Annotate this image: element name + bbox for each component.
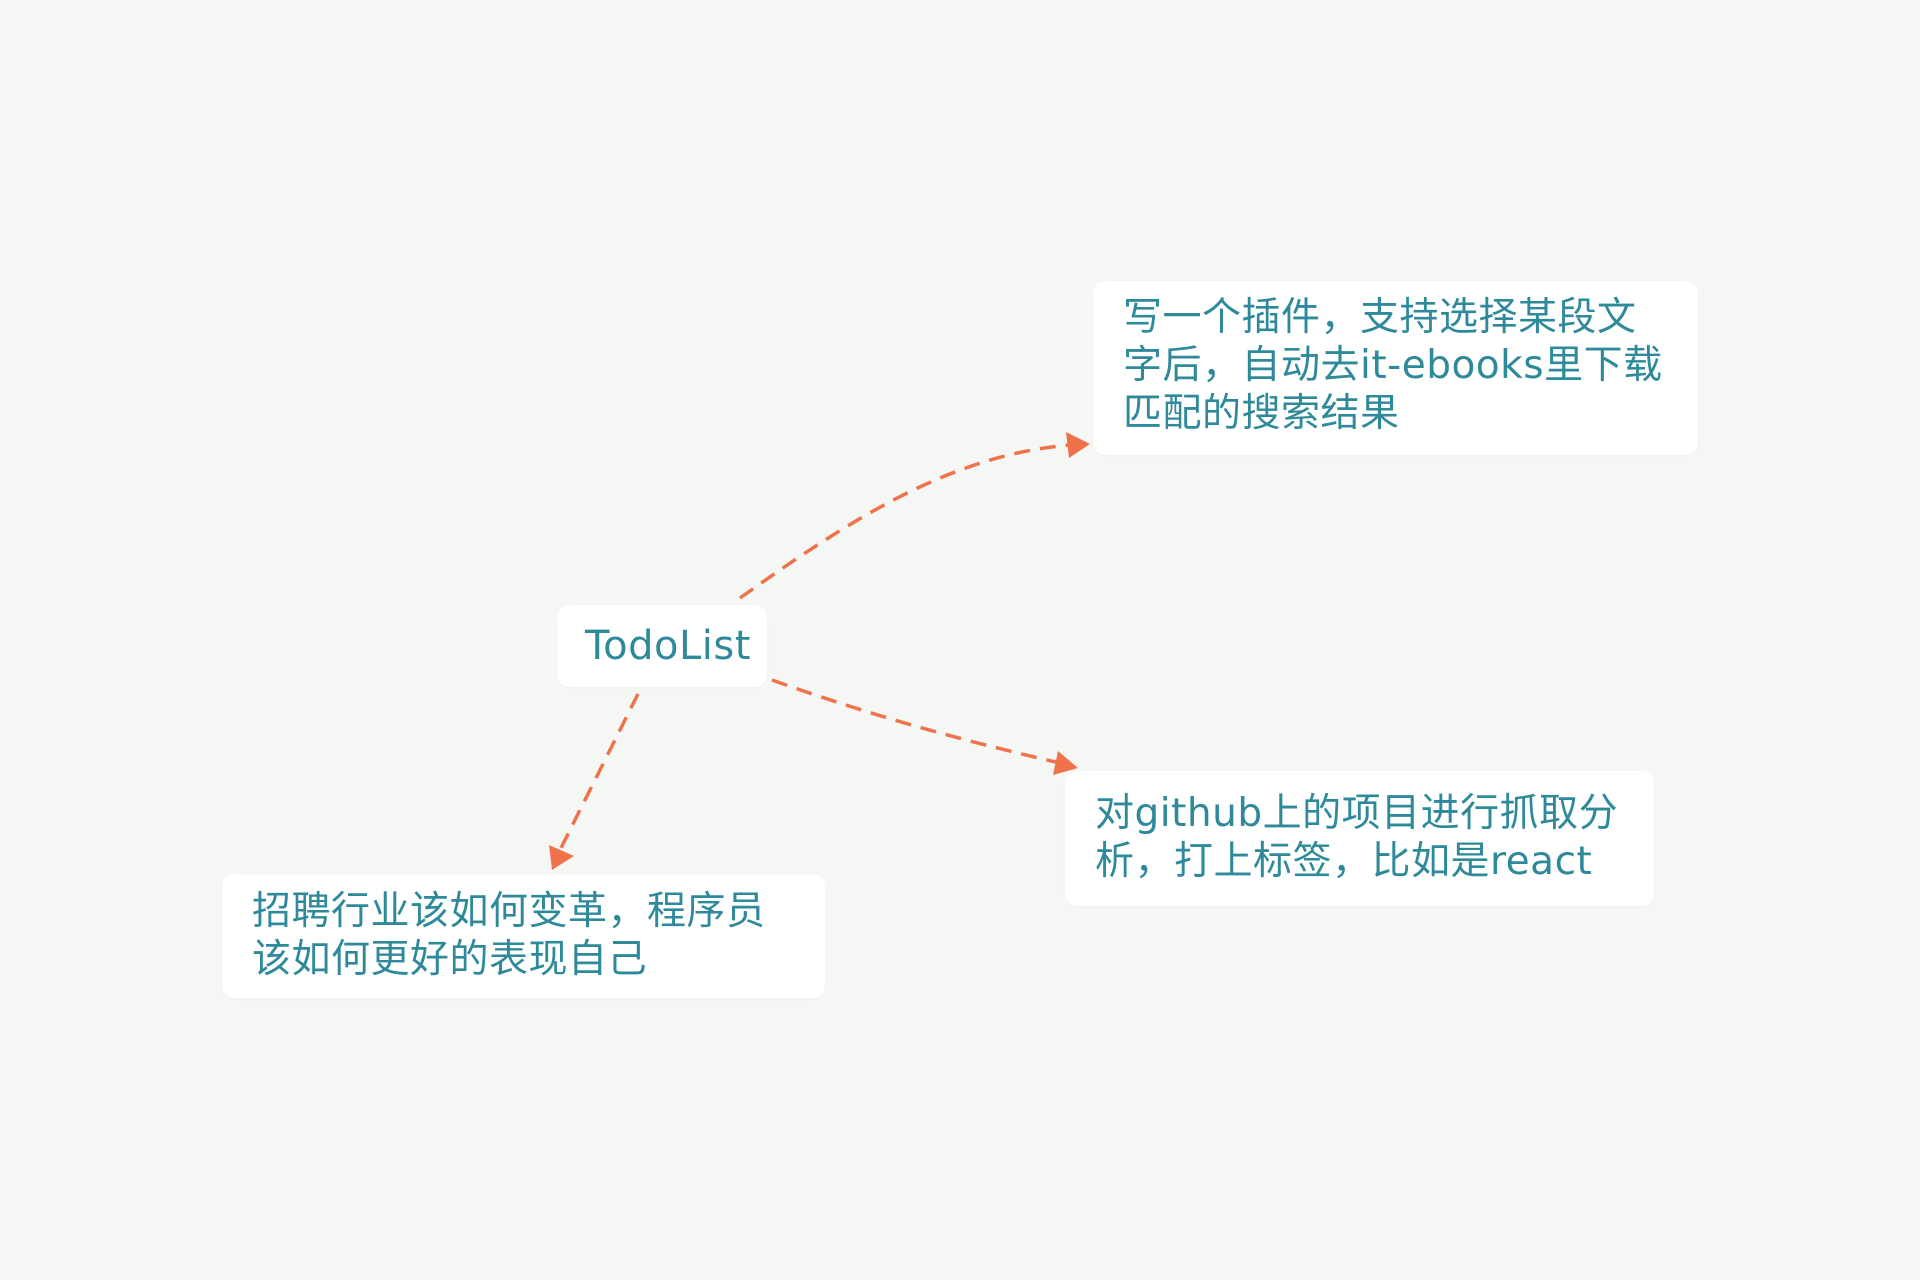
node-github-label: 对github上的项目进行抓取分析，打上标签，比如是react <box>1095 791 1619 884</box>
node-recruiting-reform[interactable]: 招聘行业该如何变革，程序员该如何更好的表现自己 <box>222 874 825 998</box>
node-plugin-idea[interactable]: 写一个插件，支持选择某段文字后，自动去it-ebooks里下载匹配的搜索结果 <box>1093 281 1698 455</box>
edge-root-to-github <box>771 678 1061 765</box>
edge-root-to-recruit-arrowhead <box>549 845 574 870</box>
node-plugin-label: 写一个插件，支持选择某段文字后，自动去it-ebooks里下载匹配的搜索结果 <box>1123 295 1663 436</box>
edge-root-to-recruit <box>558 693 640 851</box>
root-node-label: TodoList <box>585 623 751 669</box>
edge-root-to-plugin-arrowhead <box>1066 432 1090 458</box>
node-github-analysis[interactable]: 对github上的项目进行抓取分析，打上标签，比如是react <box>1065 771 1654 906</box>
edge-root-to-plugin <box>738 443 1071 600</box>
root-node-todolist[interactable]: TodoList <box>557 605 767 687</box>
edge-root-to-github-arrowhead <box>1053 751 1078 775</box>
node-recruit-label: 招聘行业该如何变革，程序员该如何更好的表现自己 <box>252 889 766 982</box>
